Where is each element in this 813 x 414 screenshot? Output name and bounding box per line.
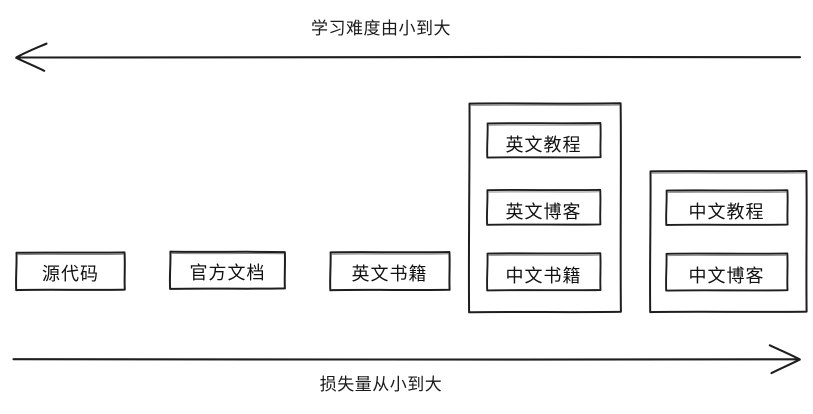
arrow-right-icon [12,344,801,375]
arrow-left-icon [15,42,802,72]
node-english-books[interactable] [330,252,449,290]
top-axis-label: 学习难度由小到大 [311,19,451,39]
bottom-axis-label: 损失量从小到大 [319,375,443,395]
node-chinese-blog[interactable] [666,253,787,290]
node-chinese-tutorial[interactable] [666,190,787,224]
node-official-docs[interactable] [170,251,285,289]
node-chinese-books[interactable] [487,253,600,290]
node-source-code[interactable] [16,252,125,290]
node-english-blog[interactable] [487,190,600,224]
node-english-tutorial[interactable] [487,123,600,157]
